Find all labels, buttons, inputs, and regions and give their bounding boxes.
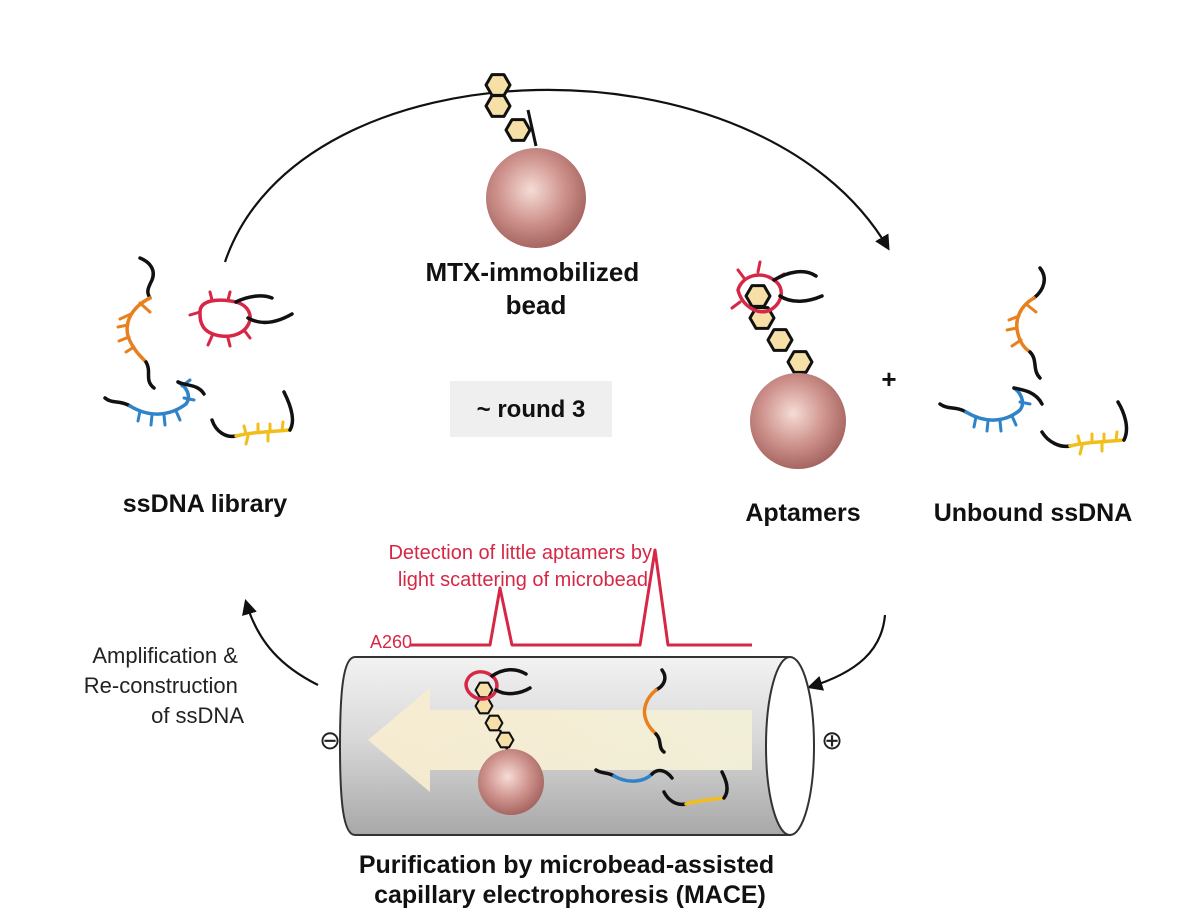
round-badge xyxy=(450,381,612,437)
ssdna-library-strands xyxy=(103,256,295,446)
detection-label: Detection of little aptamers by light sc… xyxy=(388,542,657,591)
minus-electrode: ⊖ xyxy=(319,725,341,755)
a260-trace xyxy=(410,548,752,647)
amplification-label: Amplification & Re-construction of ssDNA xyxy=(84,643,245,728)
a260-label: A260 xyxy=(370,632,412,652)
purification-label: Purification by microbead-assisted capil… xyxy=(359,851,781,909)
plus-sign: + xyxy=(881,364,896,394)
bead-label: MTX-immobilized bead xyxy=(425,257,646,320)
plus-electrode: ⊕ xyxy=(821,725,843,755)
cycle-arrow-top xyxy=(223,88,890,263)
bead-icon xyxy=(486,148,586,248)
cycle-arrow-right xyxy=(807,614,887,691)
capillary-tube xyxy=(338,656,815,836)
aptamers-label: Aptamers xyxy=(745,499,860,527)
round-label: ~ round 3 xyxy=(477,396,586,423)
bead-icon xyxy=(750,373,846,469)
flow-direction-arrow xyxy=(368,688,752,792)
mtx-immobilized-bead-top xyxy=(484,73,586,248)
bead-icon xyxy=(478,749,544,815)
aptamer-bead-complex xyxy=(730,260,846,469)
unbound-label: Unbound ssDNA xyxy=(934,499,1133,527)
unbound-ssdna-strands xyxy=(938,266,1129,456)
cycle-arrow-left xyxy=(242,599,319,686)
library-label: ssDNA library xyxy=(123,490,288,518)
